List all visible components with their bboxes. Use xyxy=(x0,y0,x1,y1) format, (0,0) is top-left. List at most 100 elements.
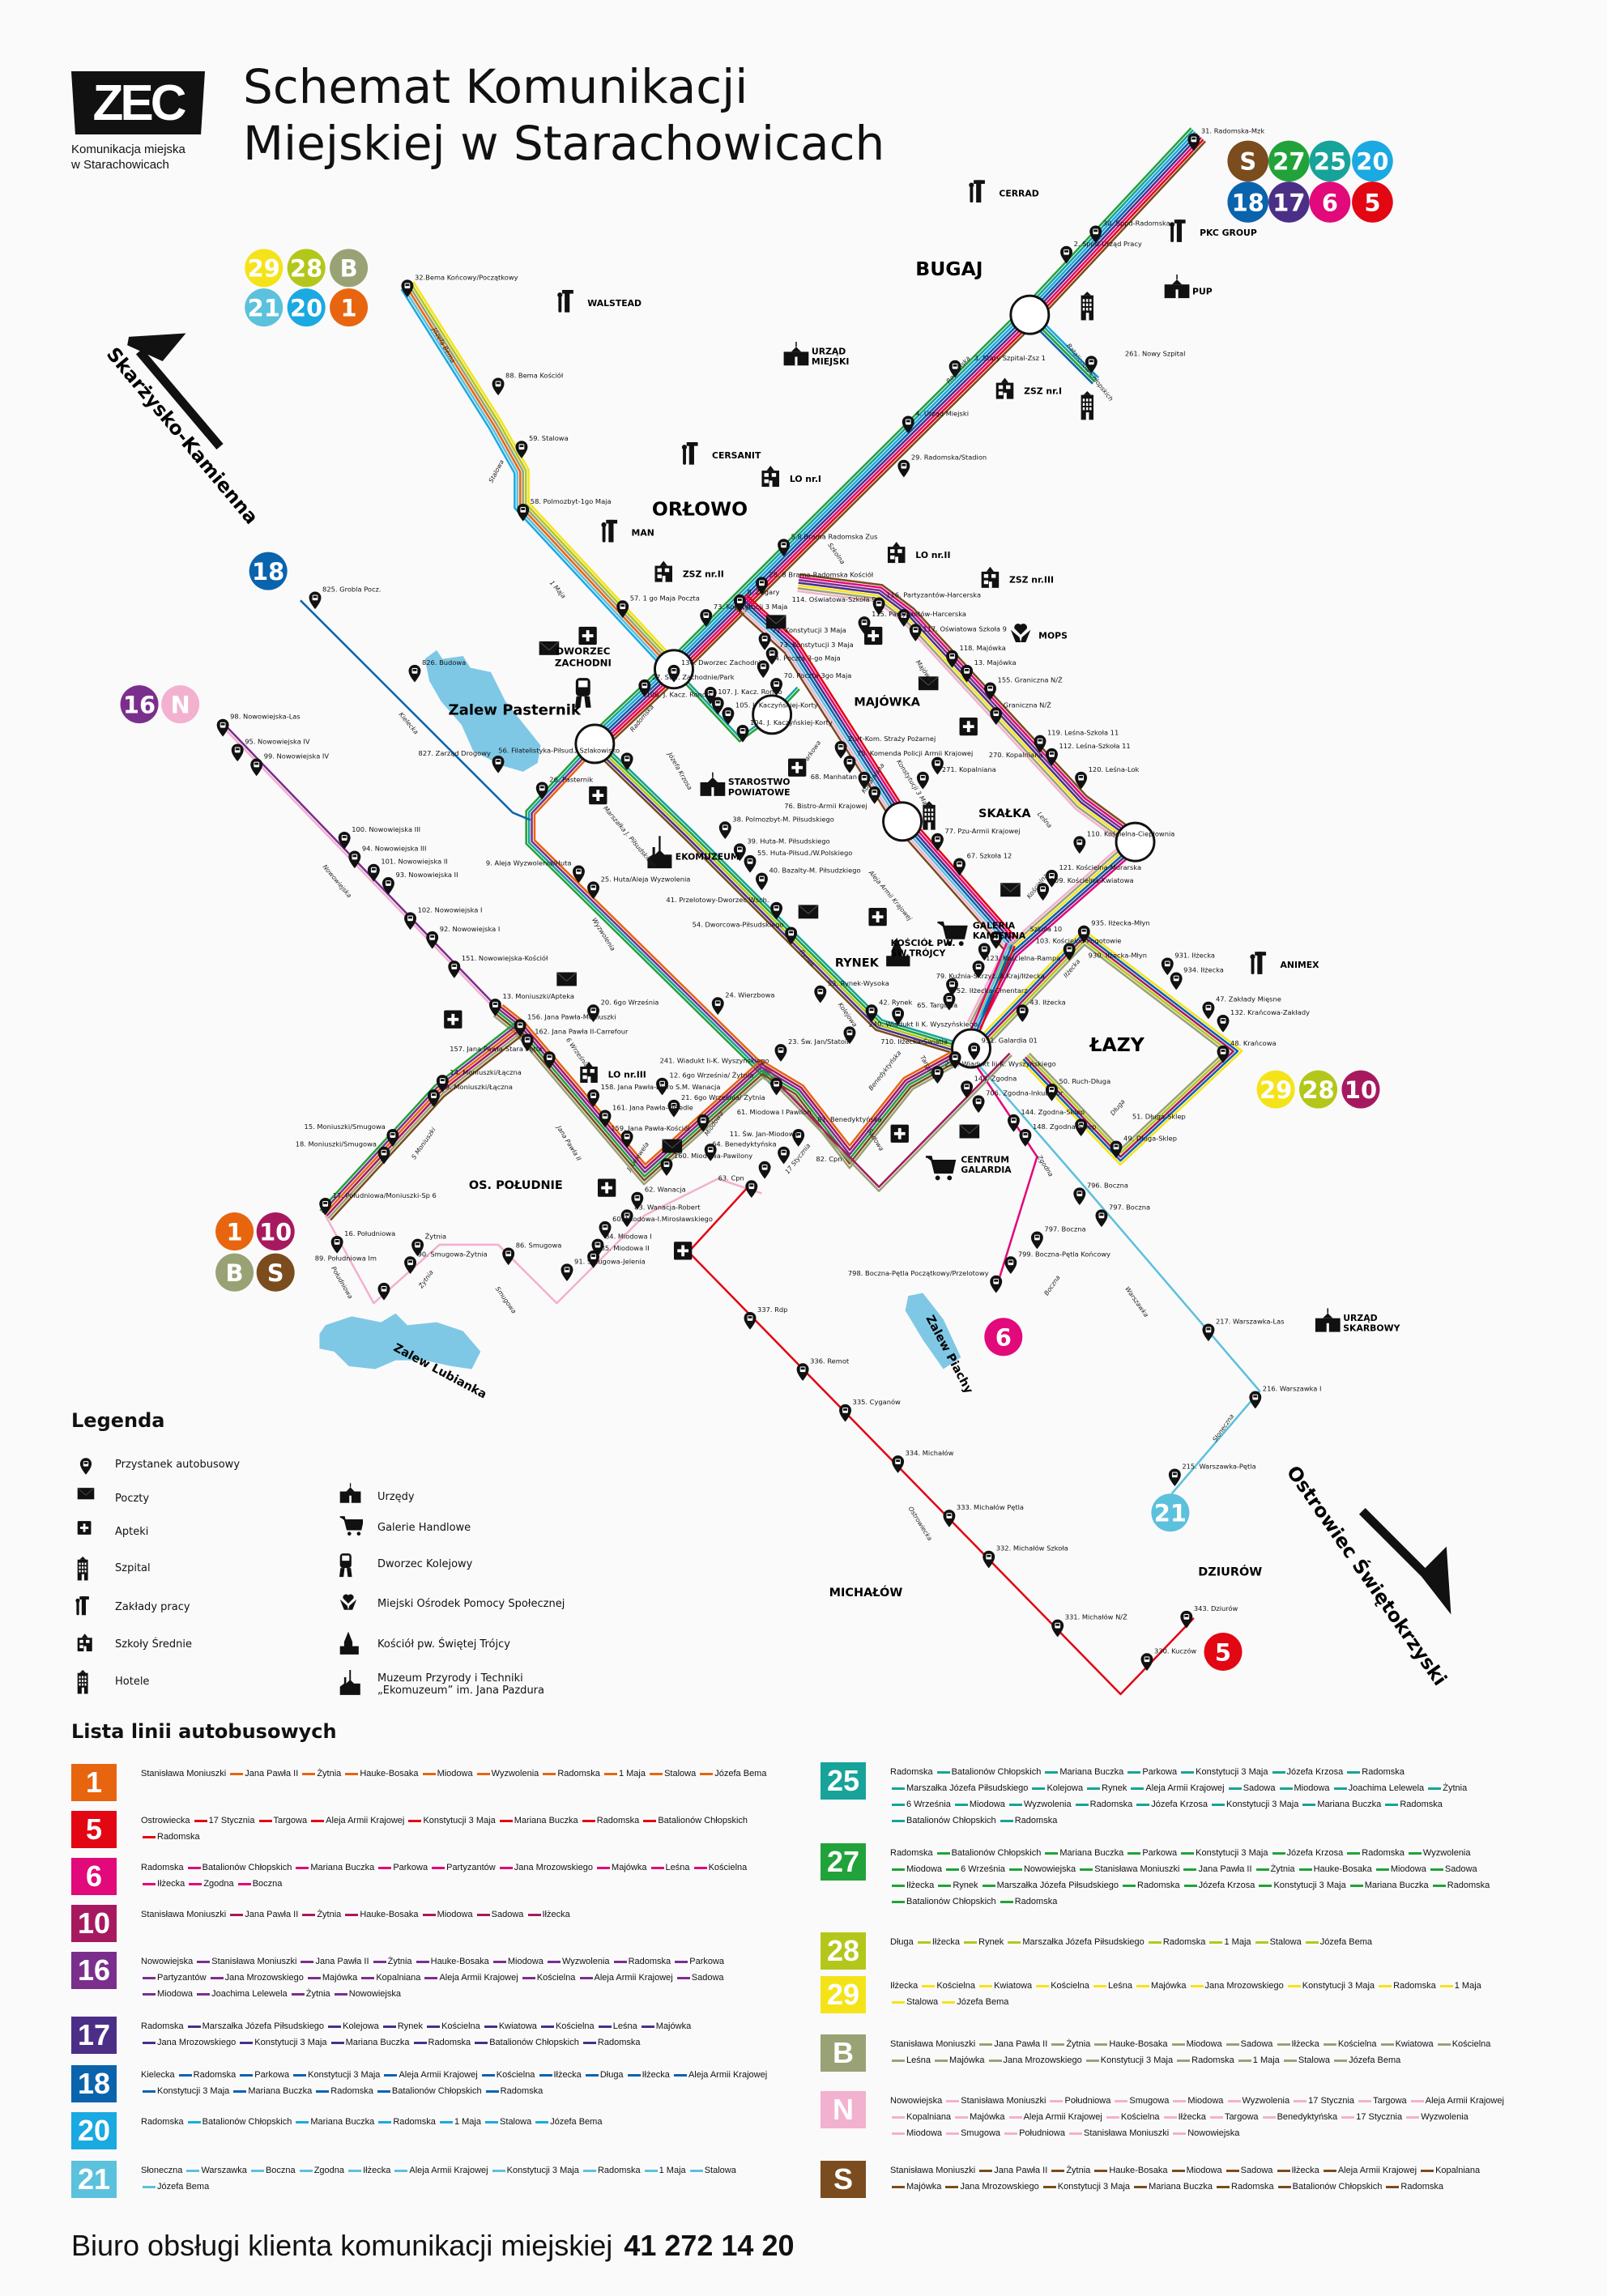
bus-stop[interactable] xyxy=(250,758,263,777)
bus-stop[interactable] xyxy=(948,1051,961,1069)
bus-stop[interactable] xyxy=(765,647,778,665)
bus-stop[interactable] xyxy=(868,786,881,804)
bus-stop[interactable] xyxy=(319,1197,332,1216)
bus-stop[interactable] xyxy=(367,863,380,882)
bus-stop[interactable] xyxy=(309,591,322,610)
bus-stop[interactable] xyxy=(916,771,929,790)
bus-stop[interactable] xyxy=(946,978,958,996)
bus-stop[interactable] xyxy=(428,1089,440,1107)
bus-stop[interactable] xyxy=(514,1019,526,1037)
bus-stop[interactable] xyxy=(599,1110,612,1128)
bus-stop[interactable] xyxy=(404,912,417,931)
bus-stop[interactable] xyxy=(700,609,713,627)
bus-stop[interactable] xyxy=(1073,1187,1086,1206)
bus-stop[interactable] xyxy=(909,624,922,641)
bus-stop[interactable] xyxy=(587,1089,600,1107)
bus-stop[interactable] xyxy=(983,1550,995,1569)
bus-stop[interactable] xyxy=(1202,1001,1215,1020)
bus-stop[interactable] xyxy=(656,1077,668,1096)
bus-stop[interactable] xyxy=(704,1144,717,1161)
bus-stop[interactable] xyxy=(1034,735,1046,753)
bus-stop[interactable] xyxy=(770,901,783,920)
bus-stop[interactable] xyxy=(517,503,530,522)
bus-stop[interactable] xyxy=(1187,133,1200,151)
bus-stop[interactable] xyxy=(948,360,961,378)
bus-stop[interactable] xyxy=(785,926,798,945)
bus-stop[interactable] xyxy=(1217,1045,1230,1063)
bus-stop[interactable] xyxy=(718,821,731,840)
bus-stop[interactable] xyxy=(946,650,958,668)
bus-stop[interactable] xyxy=(843,755,856,773)
bus-stop[interactable] xyxy=(722,707,735,725)
bus-stop[interactable] xyxy=(492,377,505,396)
bus-stop[interactable] xyxy=(744,854,757,873)
bus-stop[interactable] xyxy=(1019,1128,1032,1147)
bus-stop[interactable] xyxy=(697,1114,710,1132)
bus-stop[interactable] xyxy=(515,441,528,458)
bus-stop[interactable] xyxy=(858,616,871,634)
bus-stop[interactable] xyxy=(587,1250,600,1268)
bus-stop[interactable] xyxy=(1063,943,1076,961)
bus-stop[interactable] xyxy=(535,782,548,800)
bus-stop[interactable] xyxy=(1075,771,1088,790)
bus-stop[interactable] xyxy=(778,1146,791,1165)
bus-stop[interactable] xyxy=(902,415,914,434)
bus-stop[interactable] xyxy=(543,1051,556,1069)
bus-stop[interactable] xyxy=(931,756,944,775)
bus-stop[interactable] xyxy=(1030,1231,1043,1250)
bus-stop[interactable] xyxy=(1085,356,1098,374)
bus-stop[interactable] xyxy=(488,999,501,1016)
bus-stop[interactable] xyxy=(943,992,956,1011)
bus-stop[interactable] xyxy=(1249,1391,1262,1409)
bus-stop[interactable] xyxy=(1004,1256,1017,1274)
bus-stop[interactable] xyxy=(892,1007,905,1025)
bus-stop[interactable] xyxy=(774,1044,787,1062)
bus-stop[interactable] xyxy=(631,1191,644,1210)
bus-stop[interactable] xyxy=(757,660,769,679)
bus-stop[interactable] xyxy=(770,678,783,696)
bus-stop[interactable] xyxy=(744,1312,757,1330)
bus-stop[interactable] xyxy=(892,1455,905,1473)
bus-stop[interactable] xyxy=(404,1256,417,1274)
bus-stop[interactable] xyxy=(408,664,421,683)
bus-stop[interactable] xyxy=(711,696,724,715)
bus-stop[interactable] xyxy=(1161,957,1174,976)
bus-stop[interactable] xyxy=(638,679,651,697)
bus-stop[interactable] xyxy=(377,1146,390,1165)
bus-stop[interactable] xyxy=(348,850,361,869)
bus-stop[interactable] xyxy=(865,1004,878,1023)
bus-stop[interactable] xyxy=(587,881,600,900)
bus-stop[interactable] xyxy=(897,459,910,478)
bus-stop[interactable] xyxy=(620,1209,633,1228)
bus-stop[interactable] xyxy=(1202,1323,1215,1342)
bus-stop[interactable] xyxy=(587,1004,600,1023)
bus-stop[interactable] xyxy=(411,1238,424,1257)
bus-stop[interactable] xyxy=(758,1161,771,1179)
bus-stop[interactable] xyxy=(1046,748,1058,766)
bus-stop[interactable] xyxy=(436,1075,449,1093)
bus-stop[interactable] xyxy=(1046,1083,1058,1101)
bus-stop[interactable] xyxy=(599,1220,612,1239)
bus-stop[interactable] xyxy=(990,931,1003,949)
bus-stop[interactable] xyxy=(1170,972,1183,990)
bus-stop[interactable] xyxy=(1217,1014,1230,1033)
bus-stop[interactable] xyxy=(1180,1610,1193,1629)
bus-stop[interactable] xyxy=(1051,1619,1064,1638)
bus-stop[interactable] xyxy=(733,843,746,862)
bus-stop[interactable] xyxy=(1077,925,1090,944)
bus-stop[interactable] xyxy=(1140,1653,1153,1671)
bus-stop[interactable] xyxy=(756,577,768,595)
bus-stop[interactable] xyxy=(711,997,724,1015)
bus-stop[interactable] xyxy=(1016,1004,1029,1023)
bus-stop[interactable] xyxy=(1089,225,1102,244)
bus-stop[interactable] xyxy=(972,1095,985,1114)
bus-stop[interactable] xyxy=(521,1033,534,1052)
bus-stop[interactable] xyxy=(736,724,749,743)
bus-stop[interactable] xyxy=(796,1363,809,1381)
bus-stop[interactable] xyxy=(377,1282,390,1301)
bus-stop[interactable] xyxy=(231,743,244,762)
bus-stop[interactable] xyxy=(858,771,871,790)
bus-stop[interactable] xyxy=(1007,1114,1020,1132)
bus-stop[interactable] xyxy=(386,1128,399,1147)
bus-stop[interactable] xyxy=(1110,1140,1123,1159)
